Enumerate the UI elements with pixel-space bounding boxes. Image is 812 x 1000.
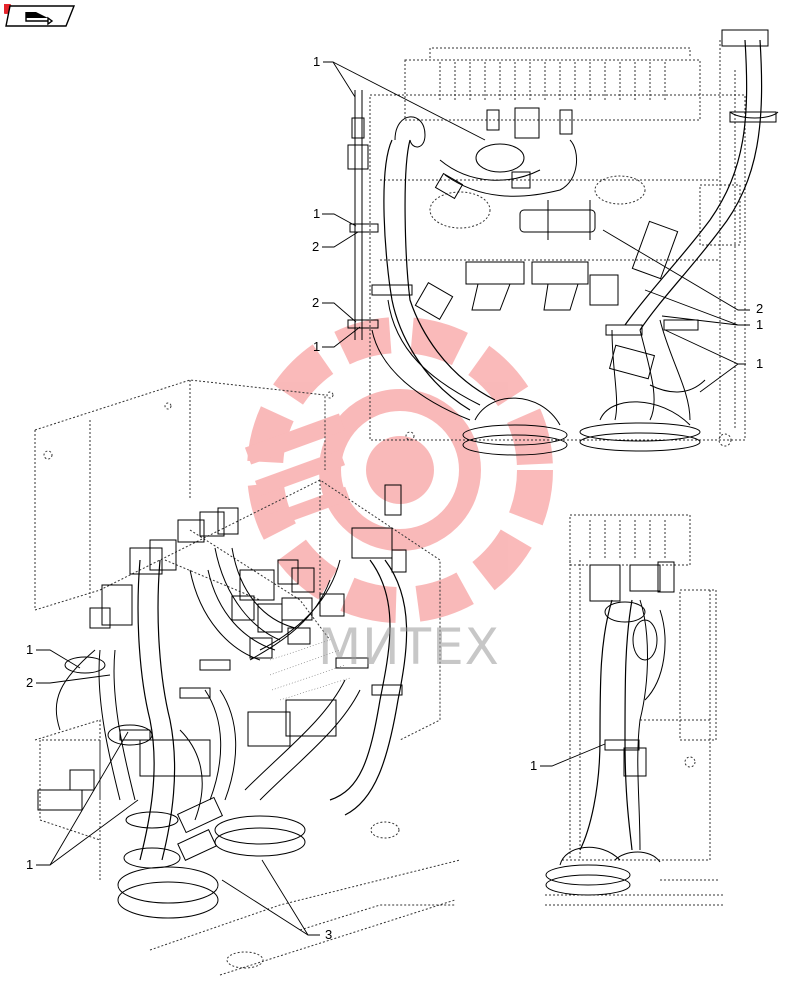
callout-label: 1	[530, 758, 538, 773]
callout-label: 1	[756, 317, 764, 332]
callout-label: 1	[26, 642, 34, 657]
right-bottom-view	[545, 514, 725, 906]
callout-label: 1	[313, 54, 321, 69]
callout-label: 2	[26, 675, 34, 690]
callout-label: 1	[313, 206, 321, 221]
watermark-text: МИТЕХ	[318, 618, 500, 676]
callout-label: 1	[26, 857, 34, 872]
left-main-view	[34, 379, 461, 976]
page-arrow-icon	[25, 12, 54, 26]
callout-label: 3	[325, 927, 333, 942]
callout-label: 2	[312, 239, 320, 254]
leader-lines	[36, 61, 750, 936]
top-right-view	[347, 29, 779, 456]
callout-label: 2	[312, 295, 320, 310]
callout-label: 1	[313, 339, 321, 354]
watermark-gear-icon	[244, 317, 553, 623]
callout-label: 2	[756, 301, 764, 316]
callout-label: 1	[756, 356, 764, 371]
nav-button[interactable]	[4, 4, 76, 28]
